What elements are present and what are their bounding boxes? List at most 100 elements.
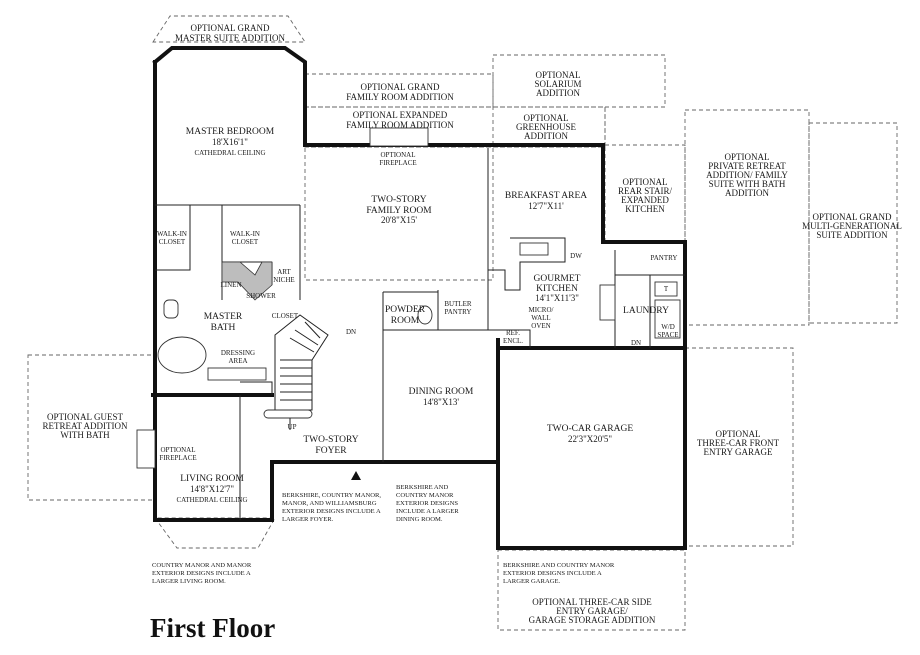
- grand-family-line2: FAMILY ROOM ADDITION: [346, 92, 454, 102]
- multigen-line2: MULTI-GENERATIONAL: [802, 221, 902, 231]
- living-note: CATHEDRAL CEILING: [176, 496, 247, 504]
- fireplace-top-line2: FIREPLACE: [379, 159, 416, 167]
- family-room-line2: FAMILY ROOM: [366, 206, 432, 216]
- laundry-tub-icon: [654, 281, 678, 297]
- garage-note-3: LARGER GARAGE.: [503, 578, 560, 585]
- t-mark: T: [664, 285, 669, 293]
- cooktop-icon: [519, 242, 549, 256]
- fireplace-top-line1: OPTIONAL: [381, 151, 416, 159]
- living-note-2: EXTERIOR DESIGNS INCLUDE A: [152, 570, 251, 577]
- solarium-line1: OPTIONAL: [536, 70, 581, 80]
- fireplace-top-icon: [369, 127, 429, 147]
- dw-label: DW: [570, 252, 582, 260]
- dining-note-2: COUNTRY MANOR: [396, 492, 454, 499]
- ref-line1: REF.: [506, 329, 520, 337]
- breakfast-label: BREAKFAST AREA: [505, 191, 587, 201]
- three-car-side-line2: ENTRY GARAGE/: [556, 606, 628, 616]
- foyer-note-3: EXTERIOR DESIGNS INCLUDE A: [282, 508, 381, 515]
- exterior-walls: [151, 46, 687, 550]
- family-room-dim: 20'8"X15': [381, 215, 417, 225]
- fireplace-left-line2: FIREPLACE: [159, 454, 196, 462]
- expanded-family-line2: FAMILY ROOM ADDITION: [346, 120, 454, 130]
- rear-stair-line2: REAR STAIR/: [618, 186, 673, 196]
- multigen-line3: SUITE ADDITION: [816, 230, 888, 240]
- powder-line1: POWDER: [385, 305, 426, 315]
- walkin-left-line2: CLOSET: [159, 238, 186, 246]
- garage-note-2: EXTERIOR DESIGNS INCLUDE A: [503, 570, 602, 577]
- dn-garage-label: DN: [631, 339, 641, 347]
- garage-dim: 22'3"X20'5": [568, 434, 612, 444]
- grand-master-line2: MASTER SUITE ADDITION: [175, 33, 285, 43]
- art-niche-line2: NICHE: [273, 276, 294, 284]
- master-bath-line1: MASTER: [204, 312, 243, 322]
- dressing-line2: AREA: [228, 357, 247, 365]
- floor-title: First Floor: [150, 613, 276, 643]
- wd-space-box: [654, 299, 681, 339]
- foyer-note-1: BERKSHIRE, COUNTRY MANOR,: [282, 492, 381, 499]
- multigen-line1: OPTIONAL GRAND: [813, 212, 892, 222]
- fireplace-left-icon: [136, 429, 156, 469]
- guest-retreat-line2: RETREAT ADDITION: [42, 421, 128, 431]
- guest-retreat-line3: WITH BATH: [60, 430, 110, 440]
- rear-stair-line1: OPTIONAL: [623, 177, 668, 187]
- foyer-line1: TWO-STORY: [303, 435, 358, 445]
- pantry-label: PANTRY: [651, 254, 678, 262]
- design-notes: BERKSHIRE, COUNTRY MANOR,MANOR, AND WILL…: [152, 484, 615, 585]
- dining-note-1: BERKSHIRE AND: [396, 484, 448, 491]
- greenhouse-line3: ADDITION: [524, 131, 568, 141]
- walkin-right-line2: CLOSET: [232, 238, 259, 246]
- entry-arrow-icon: [351, 471, 361, 480]
- bathtub-icon: [157, 336, 207, 374]
- three-car-front-line1: OPTIONAL: [716, 429, 761, 439]
- shaft-hatch: [221, 261, 273, 301]
- butler-line2: PANTRY: [445, 308, 472, 316]
- powder-toilet-icon: [417, 305, 433, 325]
- up-label: UP: [288, 423, 297, 431]
- living-label: LIVING ROOM: [180, 474, 244, 484]
- master-bedroom-label: MASTER BEDROOM: [186, 127, 275, 137]
- garage-label: TWO-CAR GARAGE: [547, 424, 633, 434]
- kitchen-line1: GOURMET: [534, 274, 581, 284]
- three-car-front-line3: ENTRY GARAGE: [704, 447, 773, 457]
- rear-stair-line4: KITCHEN: [625, 204, 665, 214]
- rear-stair-line3: EXPANDED: [621, 195, 669, 205]
- optional-additions-outlines: [27, 15, 898, 631]
- private-retreat-line5: ADDITION: [725, 188, 769, 198]
- living-note-3: LARGER LIVING ROOM.: [152, 578, 226, 585]
- dn-stair-label: DN: [346, 328, 356, 336]
- master-bedroom-note: CATHEDRAL CEILING: [194, 149, 265, 157]
- laundry-label: LAUNDRY: [623, 306, 669, 316]
- three-car-front-line2: THREE-CAR FRONT: [697, 438, 780, 448]
- dressing-line1: DRESSING: [221, 349, 255, 357]
- living-note-1: COUNTRY MANOR AND MANOR: [152, 562, 252, 569]
- closet-label: CLOSET: [272, 312, 299, 320]
- main-stair: [263, 314, 329, 430]
- walkin-right-line1: WALK-IN: [230, 230, 260, 238]
- walkin-left-line1: WALK-IN: [157, 230, 187, 238]
- foyer-note-4: LARGER FOYER.: [282, 516, 334, 523]
- ref-line2: ENCL.: [503, 337, 523, 345]
